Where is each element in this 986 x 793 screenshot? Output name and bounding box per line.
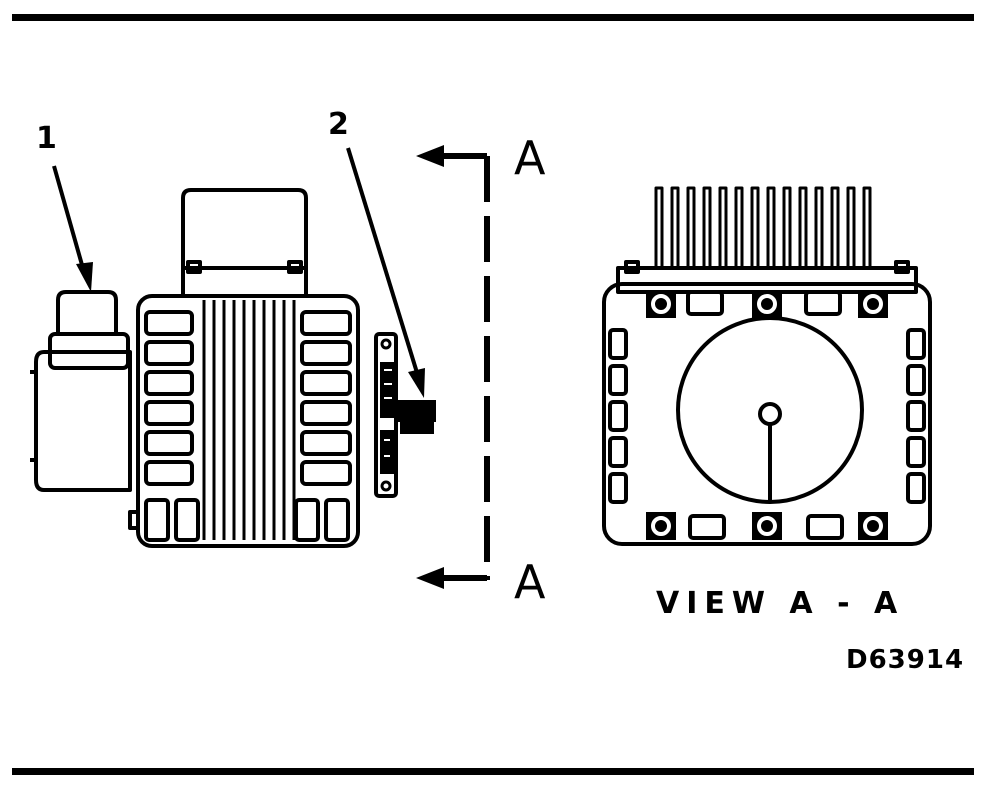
view-center-hole xyxy=(758,402,782,426)
left-end-housing xyxy=(34,350,132,492)
view-a-a xyxy=(602,186,932,546)
figure-id: D63914 xyxy=(846,645,964,675)
view-fins xyxy=(654,186,872,268)
callout-2-arrowhead xyxy=(408,368,425,398)
section-line: A A xyxy=(416,131,546,609)
left-foot-tab xyxy=(128,510,140,530)
section-arrow-bottom xyxy=(416,567,444,589)
terminal-screws xyxy=(380,338,392,492)
top-cap-base xyxy=(181,266,308,298)
left-end-studs xyxy=(30,370,38,462)
callout-1-leader xyxy=(52,165,86,273)
top-cap-bolt-right xyxy=(287,260,303,274)
left-fin-slots xyxy=(144,310,194,486)
view-fin-base xyxy=(616,266,918,294)
callout-2-label: 2 xyxy=(328,107,349,142)
view-right-slots xyxy=(906,328,926,504)
view-bottom-slots xyxy=(688,514,844,540)
bottom-rule xyxy=(12,768,974,775)
connector-plug xyxy=(56,290,118,334)
top-cap xyxy=(181,188,308,268)
section-arrow-top xyxy=(416,145,444,167)
view-caption: VIEW A - A xyxy=(656,586,904,621)
view-left-slots xyxy=(608,328,628,504)
cooling-fins xyxy=(202,300,296,540)
section-letter-bottom: A xyxy=(514,555,546,609)
right-fin-slots xyxy=(300,310,352,486)
callout-1-arrowhead xyxy=(76,262,93,292)
bottom-feet xyxy=(144,498,350,542)
callout-1: 1 xyxy=(36,121,93,292)
callout-2: 2 xyxy=(328,107,425,398)
view-fin-bolt-right xyxy=(894,260,910,274)
callout-2-leader xyxy=(346,147,420,377)
terminal-block-detail xyxy=(384,369,392,457)
terminal-block xyxy=(380,362,436,474)
top-cap-bolt-left xyxy=(186,260,202,274)
view-top-slots xyxy=(686,290,842,316)
component-side-view xyxy=(30,188,436,548)
top-rule xyxy=(12,14,974,21)
callout-1-label: 1 xyxy=(36,121,57,156)
view-a-a-outline xyxy=(602,282,932,546)
connector-collar xyxy=(48,332,130,370)
view-fin-bolt-left xyxy=(624,260,640,274)
view-bolts xyxy=(646,290,888,540)
section-letter-top: A xyxy=(514,131,546,185)
